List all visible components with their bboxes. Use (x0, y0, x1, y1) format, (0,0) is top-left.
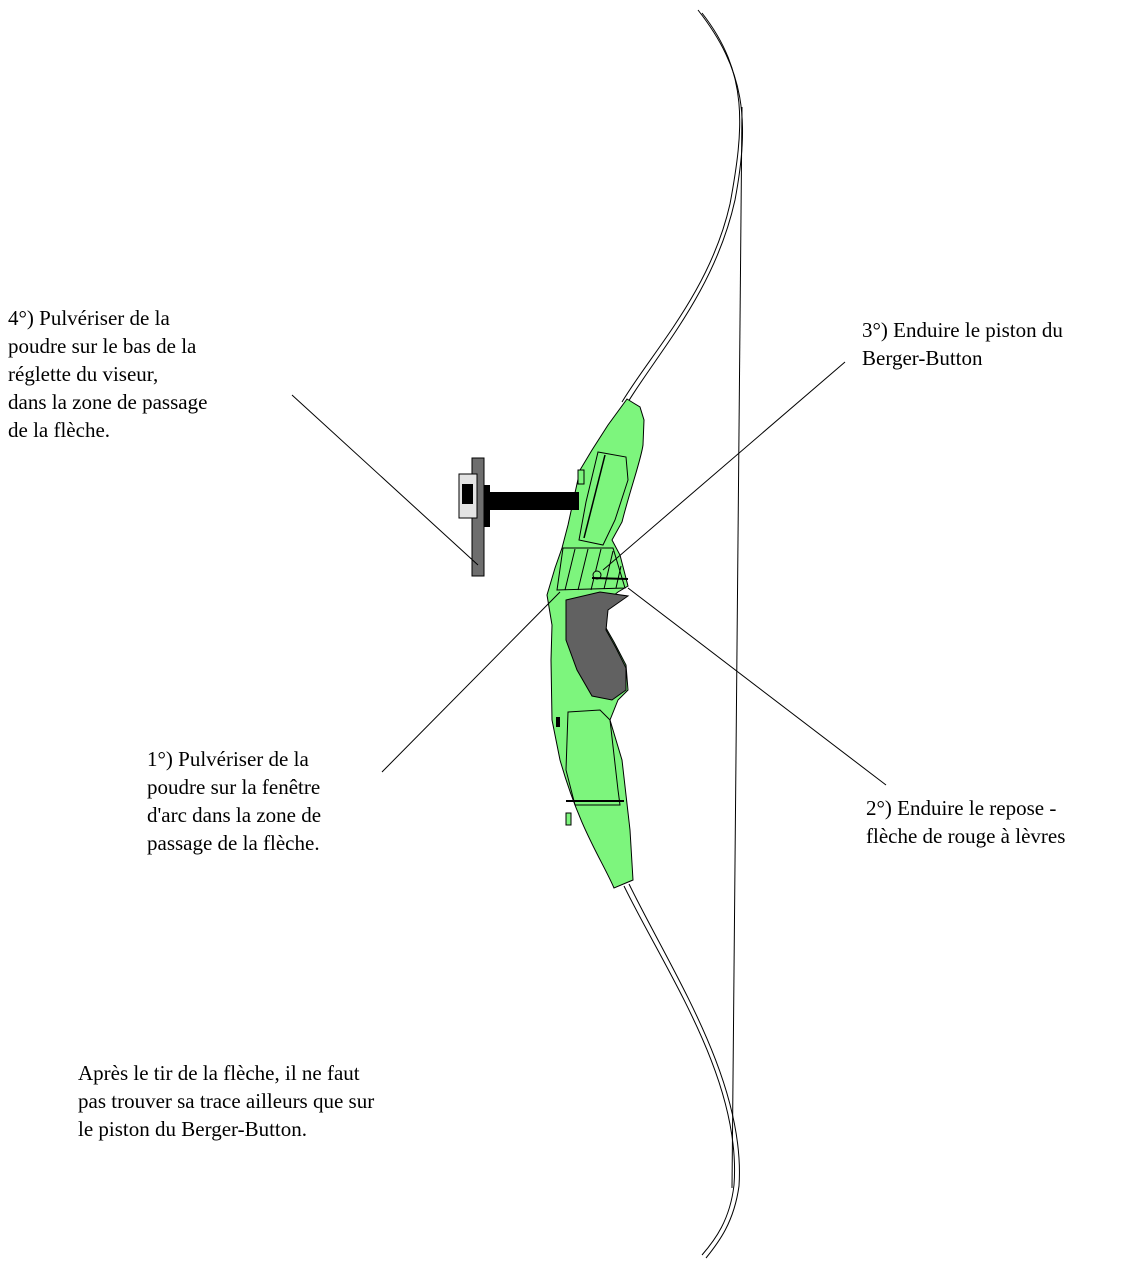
annotation-step3: 3°) Enduire le piston du Berger-Button (862, 316, 1063, 372)
annotation-step1-line: passage de la flèche. (147, 831, 320, 855)
annotation-step2: 2°) Enduire le repose - flèche de rouge … (866, 794, 1065, 850)
upper-window-detail (583, 454, 606, 539)
lower-limb-inner (628, 883, 740, 1259)
conclusion-line: Après le tir de la flèche, il ne faut (78, 1061, 360, 1085)
annotation-step4-line: 4°) Pulvériser de la (8, 306, 170, 330)
bowstring (731, 106, 743, 1189)
annotation-step4-line: de la flèche. (8, 418, 111, 442)
annotation-step1-line: d'arc dans la zone de (147, 803, 322, 827)
annotation-step2-line: flèche de rouge à lèvres (866, 824, 1066, 848)
annotation-step4: 4°) Pulvériser de la poudre sur le bas d… (8, 304, 207, 444)
conclusion-text: Après le tir de la flèche, il ne faut pa… (78, 1059, 374, 1143)
arrow-rest (591, 577, 629, 580)
bow-sight (458, 457, 579, 577)
bow-grip (565, 591, 630, 701)
annotation-step1-line: 1°) Pulvériser de la (147, 747, 309, 771)
annotation-step3-line: 3°) Enduire le piston du (862, 318, 1063, 342)
lower-limb (623, 885, 736, 1256)
upper-window (578, 451, 629, 546)
upper-limb (627, 9, 744, 403)
lower-window (565, 709, 621, 806)
leader-line-step1 (381, 591, 561, 773)
riser-stud-top (577, 469, 585, 485)
leader-line-step4 (291, 394, 479, 566)
annotation-step1-line: poudre sur la fenêtre (147, 775, 321, 799)
annotation-step2-line: 2°) Enduire le repose - (866, 796, 1057, 820)
annotation-step4-line: dans la zone de passage (8, 390, 208, 414)
conclusion-line: pas trouver sa trace ailleurs que sur (78, 1089, 375, 1113)
sight-aperture (462, 484, 473, 504)
annotation-step3-line: Berger-Button (862, 346, 983, 370)
upper-limb-inner (621, 12, 741, 403)
annotation-step4-line: poudre sur le bas de la (8, 334, 197, 358)
annotation-step1: 1°) Pulvériser de la poudre sur la fenêt… (147, 745, 321, 857)
leader-line-step3 (602, 361, 846, 571)
sight-bar (485, 492, 579, 510)
riser-stud-middle (556, 717, 560, 727)
conclusion-line: le piston du Berger-Button. (78, 1117, 308, 1141)
annotation-step4-line: réglette du viseur, (8, 362, 159, 386)
riser-stud-bottom (565, 812, 572, 826)
leader-line-step2 (627, 587, 887, 786)
hatched-window (556, 547, 626, 591)
sight-block (480, 485, 490, 527)
